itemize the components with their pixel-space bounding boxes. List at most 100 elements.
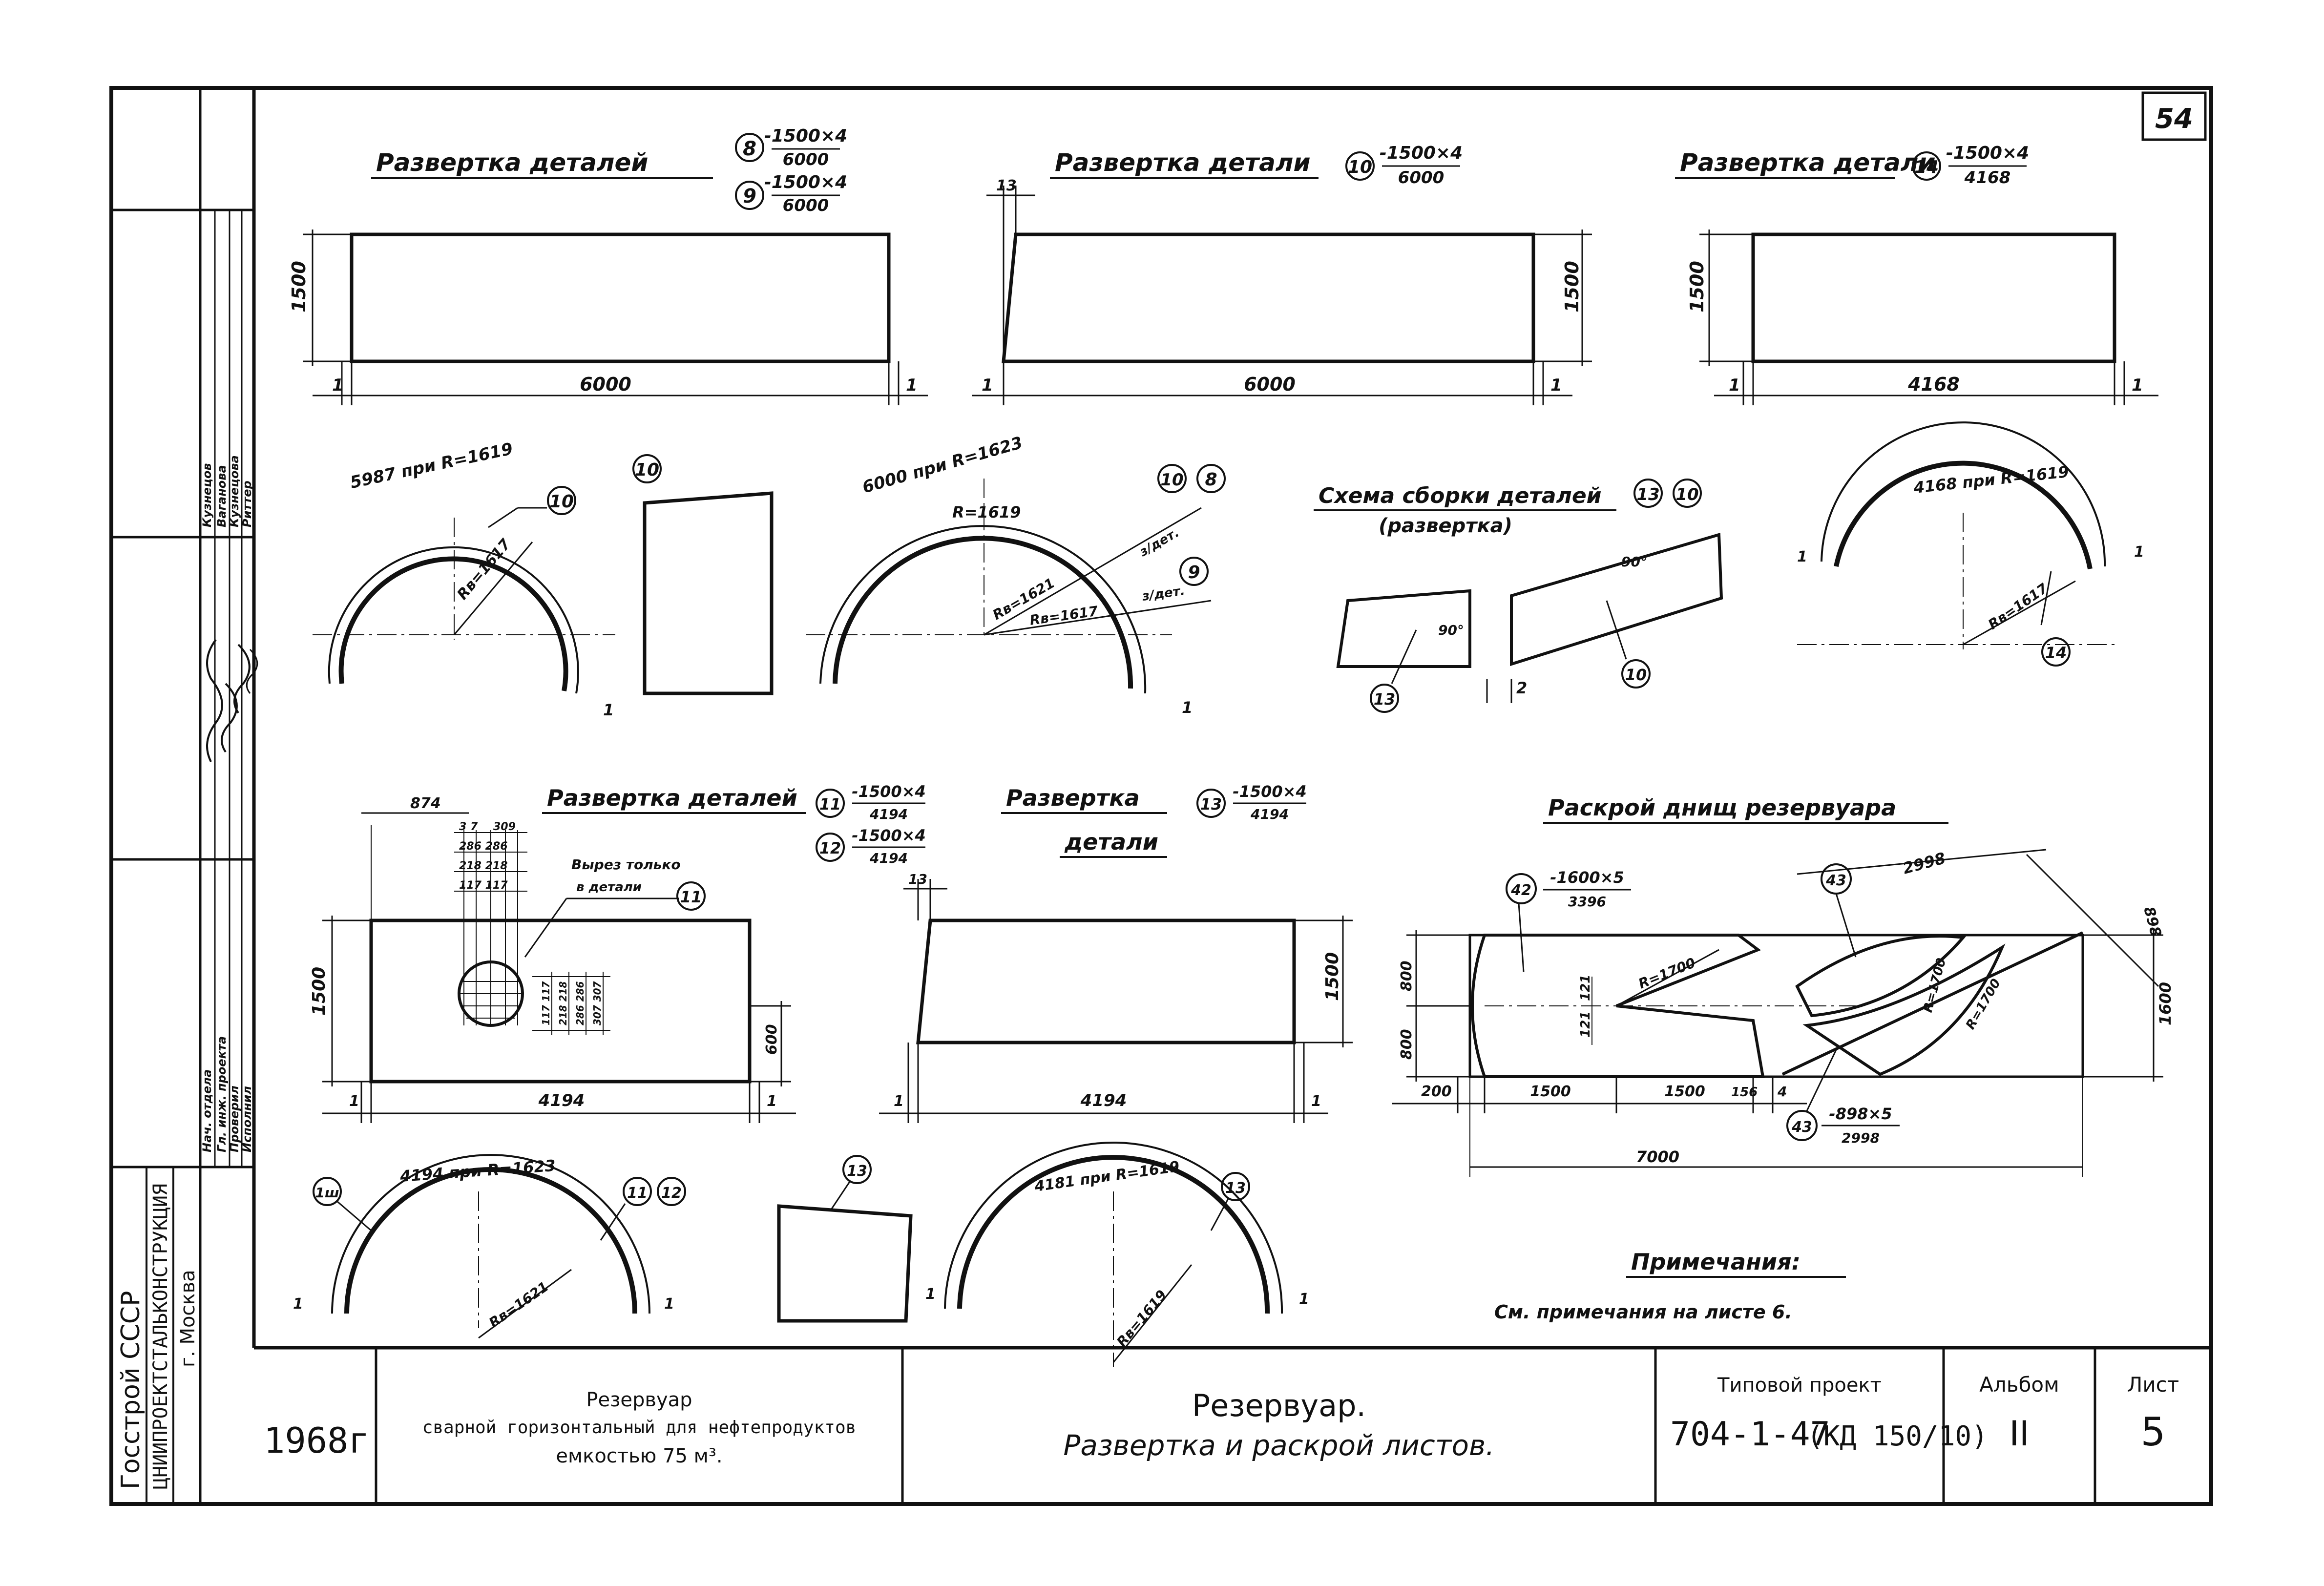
- stamp-name-3: Кузнецова: [228, 455, 241, 527]
- notes-block: Примечания: См. примечания на листе 6.: [1494, 1249, 1846, 1323]
- dev-10-dim-top: 13: [996, 177, 1017, 194]
- dev-11-12-vdim-3: 286 286: [574, 981, 586, 1025]
- bottoms-part-42-outline: [1471, 934, 1765, 1078]
- bottoms-dim-1500a: 1500: [1530, 1083, 1571, 1100]
- arc-14-part: 14: [2045, 644, 2067, 662]
- dev-13-part: 13: [1200, 795, 1222, 814]
- view-arc-8-9: 6000 при R=1623 R=1619 Rв=1621 Rв=1617 з…: [806, 433, 1226, 717]
- tb-sheet-title-1: Резервуар.: [1192, 1388, 1366, 1423]
- dev-8-9-spec-a-top: -1500×4: [764, 126, 847, 146]
- view-dev-13: Развертка детали 13 -1500×4 4194 13 1500…: [879, 782, 1353, 1123]
- tb-album-label: Альбом: [1979, 1373, 2059, 1397]
- bottoms-dim-2998: 2998: [1901, 849, 1947, 878]
- arc-13-radius: Rв=1619: [1113, 1287, 1170, 1350]
- dev-14-spec-top: -1500×4: [1946, 143, 2029, 163]
- dev-10-spec-top: -1500×4: [1380, 143, 1463, 163]
- dev-14-part: 14: [1914, 157, 1939, 177]
- dev-11-12-vdim-2: 218 218: [557, 981, 569, 1025]
- side-stamp: Госстрой СССР ЦНИИПРОЕКТСТАЛЬКОНСТРУКЦИЯ…: [111, 88, 258, 1504]
- arc-10-plate-part: 10: [635, 460, 659, 480]
- arc-8-9-part-b: 8: [1205, 470, 1217, 490]
- dev-13-dim-height: 1500: [1322, 952, 1342, 1001]
- view-dev-8-9: Развертка деталей 8 -1500×4 6000 9 -1500…: [288, 126, 928, 405]
- assembly-gap: 2: [1516, 679, 1527, 697]
- bottoms-part-43-top: 43: [1825, 872, 1846, 889]
- bottoms-dim-898: 898: [2140, 905, 2164, 939]
- dev-8-9-dim-left: 1: [332, 376, 344, 395]
- dev-14-dim-len: 4168: [1907, 374, 1960, 395]
- notes-text: См. примечания на листе 6.: [1494, 1301, 1792, 1323]
- tb-object-line2: сварной горизонтальный для нефтепродукто…: [422, 1418, 857, 1438]
- dev-13-spec-top: -1500×4: [1233, 782, 1306, 801]
- arc-10-arc-label: 5987 при R=1619: [349, 439, 515, 493]
- bottoms-dim-1500b: 1500: [1664, 1083, 1705, 1100]
- assembly-angle-2: 90°: [1621, 554, 1647, 570]
- dev-13-dim-right: 1: [1311, 1093, 1321, 1110]
- view-dev-11-12: Развертка деталей 11 -1500×4 4194 12 -15…: [309, 782, 926, 1123]
- assembly-part-b: 10: [1675, 485, 1698, 504]
- dev-13-title-a: Развертка: [1006, 785, 1140, 811]
- bottoms-spec-43-bot: 2998: [1842, 1130, 1880, 1146]
- assembly-plate-10: [1510, 533, 1723, 667]
- stamp-org-line3: г. Москва: [177, 1270, 199, 1367]
- dev-11-12-spec-a-top: -1500×4: [852, 782, 925, 801]
- bottoms-dim-total: 7000: [1636, 1148, 1679, 1166]
- view-arc-11-12: 4194 при R=1623 Rв=1621 1ш 11 12 1 1: [293, 1154, 686, 1339]
- dev-11-12-spec-b-bot: 4194: [869, 850, 908, 866]
- dev-13-plate: [916, 918, 1296, 1044]
- arc-8-9-note-b: з/дет.: [1141, 584, 1186, 604]
- signature-4: [246, 648, 258, 694]
- arc-11-12-dim-right: 1: [664, 1295, 674, 1313]
- dev-13-dim-top: 13: [908, 871, 927, 887]
- stamp-name-2: Ваганова: [215, 465, 229, 527]
- bottoms-part-43b-outline: [1802, 943, 2006, 1076]
- bottoms-dim-156: 156: [1731, 1085, 1758, 1100]
- notes-heading: Примечания:: [1631, 1249, 1801, 1275]
- arc-11-12-dim-left: 1: [293, 1295, 303, 1313]
- dev-10-dim-height: 1500: [1561, 261, 1583, 313]
- assembly-title: Схема сборки деталей: [1319, 483, 1602, 508]
- bottoms-dim-200: 200: [1421, 1083, 1452, 1100]
- stamp-org-line1: Госстрой СССР: [116, 1291, 146, 1489]
- dev-8-9-dim-len: 6000: [580, 374, 631, 395]
- view-bottoms: Раскрой днищ резервуара 2998 898 1600 80…: [1392, 794, 2175, 1177]
- arc-10-side-plate: [643, 491, 774, 695]
- bottoms-r-a: R=1700: [1921, 957, 1949, 1014]
- tb-project-code: (КД 150/10): [1807, 1420, 1988, 1452]
- dev-13-spec-bot: 4194: [1250, 806, 1289, 822]
- sheet-frame: [109, 86, 2213, 1506]
- bottoms-dim-1600: 1600: [2156, 982, 2175, 1025]
- dev-11-12-cut-note-1: Вырез только: [571, 856, 681, 873]
- dev-11-12-cut-part: 11: [680, 888, 702, 906]
- dev-13-dim-len: 4194: [1080, 1091, 1127, 1110]
- signature-2: [221, 683, 238, 753]
- arc-13-part: 13: [1225, 1180, 1246, 1197]
- dev-11-12-title: Развертка деталей: [547, 785, 797, 811]
- arc-8-9-rb2: Rв=1617: [1028, 603, 1099, 628]
- bottoms-spec-42-top: -1600×5: [1550, 868, 1624, 887]
- dev-11-12-spec-b-top: -1500×4: [852, 826, 925, 845]
- view-arc-10: 10 5987 при R=1619 Rв=1617 1 10: [313, 439, 774, 719]
- tb-object-line3: емкостью 75 м³.: [556, 1445, 722, 1467]
- tb-sheet-value: 5: [2141, 1409, 2166, 1455]
- dev-14-dim-left: 1: [1729, 376, 1740, 395]
- arc-8-9-dim: 1: [1182, 698, 1193, 717]
- dev-14-title: Развертка детали: [1680, 148, 1936, 177]
- dev-11-12-vdim-4: 307 307: [591, 981, 603, 1025]
- dev-8-9-plate: [350, 232, 891, 363]
- tb-project-number: 704-1-47: [1670, 1415, 1830, 1454]
- arc-14-dim: 1: [1797, 548, 1807, 565]
- plate-13-shape: [777, 1204, 913, 1323]
- bottoms-dim-4: 4: [1777, 1084, 1787, 1100]
- signature-3: [233, 644, 251, 714]
- dev-8-9-dim-right: 1: [906, 376, 918, 395]
- assembly-angle: 90°: [1438, 622, 1464, 638]
- dev-11-12-ladder-3: 286 286: [459, 840, 508, 853]
- view-dev-14: Развертка детали 14 -1500×4 4168 1500 41…: [1675, 143, 2158, 405]
- stamp-role-2: Гл. инж. проекта: [215, 1036, 229, 1152]
- dev-8-9-spec-b-bot: 6000: [783, 196, 829, 215]
- bottoms-d-121a: 121: [1578, 975, 1593, 1001]
- view-arc-14: 4168 при R=1619 Rв=1617 14 1 1: [1797, 421, 2144, 667]
- dev-13-dim-left: 1: [894, 1093, 904, 1110]
- tb-object-line1: Резервуар: [586, 1389, 692, 1411]
